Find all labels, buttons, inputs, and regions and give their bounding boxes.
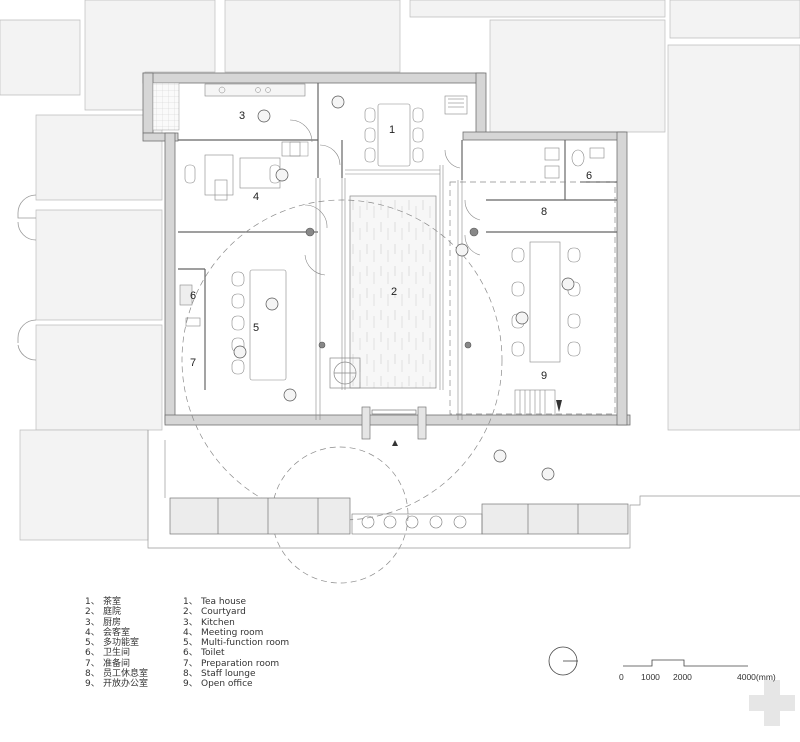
watermark-cross-icon bbox=[749, 680, 795, 726]
scale-label-1000: 1000 bbox=[641, 672, 660, 682]
room-number-6-right: 6 bbox=[586, 170, 592, 182]
room-number-6-left: 6 bbox=[190, 290, 196, 302]
legend-en-item: 9、Open office bbox=[183, 679, 253, 690]
street-benches bbox=[351, 513, 483, 535]
interior-walls bbox=[178, 83, 617, 390]
legend-en-item: 8、Staff lounge bbox=[183, 669, 256, 680]
legend-cn-item: 4、会客室 bbox=[85, 627, 131, 638]
room-number-5: 5 bbox=[253, 322, 259, 334]
street-planters bbox=[169, 497, 629, 535]
tea-house-furniture bbox=[364, 95, 468, 167]
scale-label-0: 0 bbox=[619, 672, 624, 682]
legend-cn-item: 1、茶室 bbox=[85, 597, 122, 607]
legend-english: 1、Tea house 2、Courtyard 3、Kitchen 4、Meet… bbox=[183, 597, 289, 690]
kitchen-sinks bbox=[218, 86, 271, 94]
legend-en-item: 4、Meeting room bbox=[183, 627, 264, 638]
courtyard-floor bbox=[349, 195, 437, 389]
neighbor-buildings bbox=[0, 0, 800, 541]
north-entry-marker bbox=[392, 440, 398, 446]
outer-walls bbox=[142, 72, 631, 426]
legend-en-item: 1、Tea house bbox=[183, 597, 247, 607]
legend-cn-item: 6、卫生间 bbox=[85, 648, 131, 659]
stair-arrow bbox=[556, 400, 562, 412]
glass-partitions bbox=[315, 165, 463, 420]
tea-stair bbox=[289, 141, 309, 157]
room-number-8: 8 bbox=[541, 206, 547, 218]
scale-bar bbox=[623, 659, 748, 667]
legend-cn-item: 7、准备间 bbox=[85, 658, 131, 669]
room-number-9: 9 bbox=[541, 370, 547, 382]
legend-en-item: 6、Toilet bbox=[183, 648, 225, 659]
legend-cn-item: 9、开放办公室 bbox=[85, 679, 149, 690]
north-arrow bbox=[548, 646, 578, 676]
legend-cn-item: 5、多功能室 bbox=[85, 638, 140, 649]
room-number-2: 2 bbox=[391, 286, 397, 298]
scale-label-2000: 2000 bbox=[673, 672, 692, 682]
legend-en-item: 7、Preparation room bbox=[183, 658, 280, 669]
legend-en-item: 3、Kitchen bbox=[183, 617, 235, 628]
door-swings bbox=[289, 119, 481, 276]
scale-label-4000: 4000(mm) bbox=[737, 672, 776, 682]
open-office-furniture bbox=[511, 241, 581, 416]
room-number-3: 3 bbox=[239, 110, 245, 122]
kitchen-counter bbox=[204, 83, 306, 97]
legend-chinese: 1、茶室 2、庭院 3、厨房 4、会客室 5、多功能室 6、卫生间 7、准备间 … bbox=[85, 597, 148, 690]
kitchen-tile-floor bbox=[152, 82, 180, 131]
room-number-1: 1 bbox=[389, 124, 395, 136]
toilet-fixtures bbox=[544, 147, 605, 179]
room-number-4: 4 bbox=[253, 191, 259, 203]
legend-cn-item: 8、员工休息室 bbox=[85, 669, 149, 680]
legend-cn-item: 3、厨房 bbox=[85, 617, 122, 628]
entrance-door bbox=[361, 406, 427, 440]
room-numbers: 1 2 3 4 5 6 6 7 8 9 bbox=[190, 110, 592, 382]
street-line bbox=[147, 430, 800, 549]
columns bbox=[305, 227, 479, 349]
legend-en-item: 5、Multi-function room bbox=[183, 638, 290, 649]
courtyard-planter bbox=[329, 357, 361, 389]
room-number-7: 7 bbox=[190, 357, 196, 369]
legend-en-item: 2、Courtyard bbox=[183, 607, 246, 618]
people-figures bbox=[233, 95, 575, 481]
left-arches bbox=[17, 194, 37, 361]
multi-function-furniture bbox=[179, 269, 287, 381]
legend-cn-item: 2、庭院 bbox=[85, 607, 122, 618]
